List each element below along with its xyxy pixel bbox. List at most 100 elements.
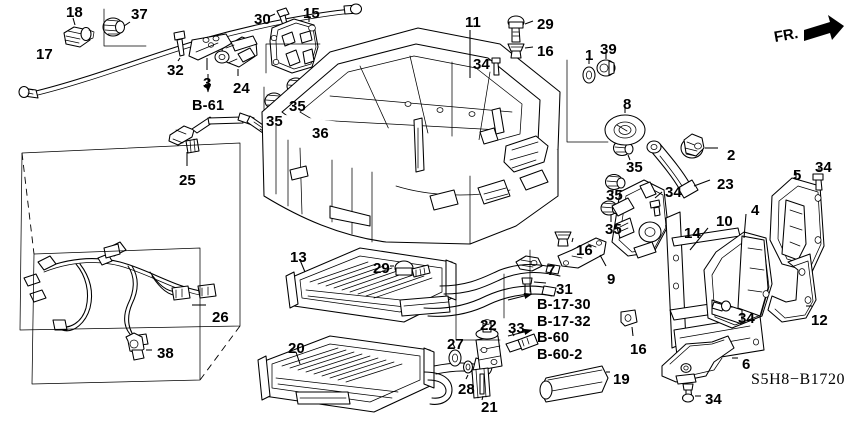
part-34-screw-rail	[711, 300, 733, 312]
part-37-clip	[102, 8, 147, 47]
part-14-actuator	[611, 179, 678, 259]
callout-number-6: 6	[742, 356, 751, 373]
callout-number-1: 1	[585, 47, 594, 64]
callout-number-10: 10	[716, 213, 733, 230]
callout-number-34: 34	[738, 310, 755, 327]
part-5-blower-cover	[769, 172, 825, 273]
callout-number-29: 29	[373, 260, 390, 277]
reference-line: B-60-2	[537, 347, 583, 364]
callout-number-8: 8	[623, 96, 632, 113]
callout-number-31: 31	[556, 281, 573, 298]
callout-number-12: 12	[811, 312, 828, 329]
part-2-valve	[680, 133, 718, 159]
callout-number-35: 35	[626, 159, 643, 176]
callout-number-21: 21	[481, 399, 498, 416]
part-13-heater-core	[285, 247, 561, 323]
callout-number-17: 17	[36, 46, 53, 63]
ref-arrow-b17	[507, 292, 533, 301]
callout-number-16: 16	[537, 43, 554, 60]
part-21-insulator	[471, 367, 491, 401]
part-6-cover-plate	[661, 335, 738, 385]
part-23-hose	[646, 140, 711, 199]
callout-number-22: 22	[480, 317, 497, 334]
part-19-core-insulator	[539, 365, 610, 403]
part-12-hook-bracket	[767, 253, 817, 323]
callout-number-19: 19	[613, 371, 630, 388]
callout-number-35: 35	[289, 98, 306, 115]
callout-number-35: 35	[605, 221, 622, 238]
diagram-code-label: S5H8−B1720	[751, 371, 846, 388]
callout-number-16: 16	[576, 242, 593, 259]
reference-label-r_b61: B-61	[192, 98, 224, 115]
callout-number-33: 33	[508, 320, 525, 337]
part-38-harness-clip	[125, 332, 152, 361]
callout-number-34: 34	[665, 184, 682, 201]
part-28-oring-small	[462, 360, 474, 380]
part-16-grommet-mid	[554, 231, 574, 247]
part-8-seal	[566, 59, 646, 146]
callout-number-29: 29	[537, 16, 554, 33]
part-31-screw	[521, 277, 547, 295]
callout-number-13: 13	[290, 249, 307, 266]
part-34-screw-housing	[486, 57, 501, 76]
part-15-servo	[265, 16, 321, 74]
part-29-bolt-top	[507, 15, 534, 43]
part-7-clip	[515, 255, 544, 272]
part-34-screw-bottom	[681, 383, 701, 403]
callout-number-34: 34	[815, 159, 832, 176]
part-39-nut	[596, 53, 616, 77]
reference-line: B-60	[537, 330, 570, 346]
fr-arrow-icon	[804, 15, 844, 41]
part-18-grommet	[63, 17, 95, 48]
callout-number-28: 28	[458, 381, 475, 398]
part-22-expansion-valve	[475, 319, 503, 371]
callout-number-34: 34	[473, 56, 490, 73]
part-16-grommet-low	[620, 309, 638, 337]
callout-number-20: 20	[288, 340, 305, 357]
callout-number-36: 36	[312, 125, 329, 142]
part-34-screw-right-top	[812, 168, 824, 191]
callout-number-35: 35	[266, 113, 283, 130]
part-20-evaporator	[257, 335, 493, 413]
callout-number-16: 16	[630, 341, 647, 358]
part-16-grommet-top	[507, 43, 534, 59]
callout-number-26: 26	[212, 309, 229, 326]
callout-number-7: 7	[547, 262, 556, 279]
part-27-oring	[448, 343, 462, 367]
callout-number-2: 2	[727, 147, 736, 164]
callout-number-4: 4	[751, 202, 760, 219]
reference-line: B-17-32	[537, 314, 591, 331]
reference-line: B-17-30	[537, 297, 591, 313]
callout-number-3: 3	[203, 75, 212, 92]
callout-number-35: 35	[606, 187, 623, 204]
ref-arrow-b60	[507, 328, 533, 337]
callout-number-39: 39	[600, 41, 617, 58]
callout-number-11: 11	[465, 14, 481, 31]
callout-number-32: 32	[167, 62, 184, 79]
callout-number-37: 37	[131, 6, 148, 23]
callout-number-15: 15	[303, 5, 320, 22]
callout-number-18: 18	[66, 4, 83, 21]
part-1-oring	[582, 58, 596, 84]
part-3-lever-plate	[188, 33, 233, 70]
part-33-bolt	[505, 331, 539, 353]
part-26-wire-harness	[23, 241, 217, 347]
callout-number-27: 27	[447, 336, 464, 353]
callout-number-23: 23	[717, 176, 734, 193]
part-34-screw-mid	[649, 191, 663, 217]
callout-number-38: 38	[157, 345, 174, 362]
callout-number-34: 34	[705, 391, 722, 408]
part-9-bracket	[557, 237, 607, 269]
group-boxes	[19, 142, 531, 385]
part-24-actuator	[214, 35, 258, 76]
callout-number-25: 25	[179, 172, 196, 189]
callout-number-5: 5	[793, 167, 802, 184]
callout-number-24: 24	[233, 80, 250, 97]
callout-number-30: 30	[254, 11, 271, 28]
callout-number-14: 14	[684, 225, 701, 242]
part-29-bolt-core	[390, 260, 431, 278]
